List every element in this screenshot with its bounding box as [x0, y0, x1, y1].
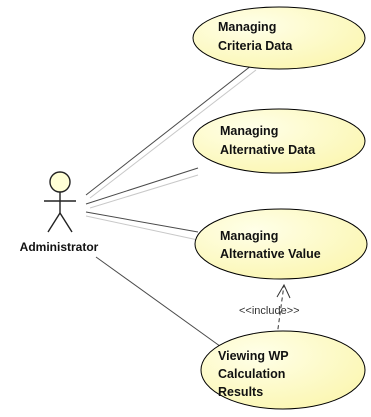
- use-case-label-line-2: Alternative Value: [220, 247, 321, 261]
- use-case-label-line-2: Calculation: [218, 367, 285, 381]
- use-case-ellipse: [192, 108, 366, 174]
- use-case-label-line-1: Viewing WP: [218, 349, 289, 363]
- use-case-viewing-wp-calculation-results[interactable]: Viewing WP Calculation Results: [200, 330, 366, 410]
- actor-right-leg: [59, 212, 73, 233]
- actor-name: Administrator: [20, 240, 99, 254]
- use-case-label-line-2: Criteria Data: [218, 39, 293, 53]
- association-managing-alternative-value-shadow: [85, 215, 199, 241]
- actor-administrator[interactable]: Administrator: [20, 171, 99, 254]
- use-case-ellipse: [192, 6, 366, 70]
- use-case-label: Managing: [218, 20, 276, 34]
- use-case-managing-alternative-value[interactable]: Managing Alternative Value: [194, 208, 368, 280]
- use-case-label: Viewing WP: [218, 349, 289, 363]
- include-arrowhead: [276, 283, 291, 299]
- use-case-label-line-1: Managing: [218, 20, 276, 34]
- use-case-label-line-2: Alternative Data: [220, 143, 316, 157]
- association-managing-alternative-value[interactable]: [85, 211, 199, 233]
- actor-left-leg: [47, 212, 61, 233]
- association-managing-alternative-data[interactable]: [85, 167, 199, 205]
- use-case-label: Alternative Data: [220, 143, 316, 157]
- use-case-ellipse: [194, 208, 368, 280]
- use-case-label: Criteria Data: [218, 39, 293, 53]
- association-managing-criteria-data-shadow: [89, 69, 257, 199]
- use-case-label: Calculation: [218, 367, 285, 381]
- association-lines: [85, 61, 257, 350]
- use-case-label-line-1: Managing: [220, 124, 278, 138]
- use-case-label-line-1: Managing: [220, 229, 278, 243]
- use-case-label: Managing: [220, 124, 278, 138]
- use-case-label: Results: [218, 385, 263, 399]
- association-managing-alternative-data-shadow: [89, 174, 199, 209]
- stick-figure-icon: [44, 171, 76, 233]
- use-case-managing-alternative-data[interactable]: Managing Alternative Data: [192, 108, 366, 174]
- actor-head: [49, 171, 71, 193]
- use-case-label-line-3: Results: [218, 385, 263, 399]
- include-stereotype-label: <<include>>: [239, 305, 300, 317]
- association-managing-criteria-data[interactable]: [85, 61, 257, 196]
- use-case-managing-criteria-data[interactable]: Managing Criteria Data: [192, 6, 366, 70]
- use-case-ellipse: [200, 330, 366, 410]
- use-case-label: Managing: [220, 229, 278, 243]
- use-case-label: Alternative Value: [220, 247, 321, 261]
- association-viewing-wp-calculation-results[interactable]: [95, 256, 225, 350]
